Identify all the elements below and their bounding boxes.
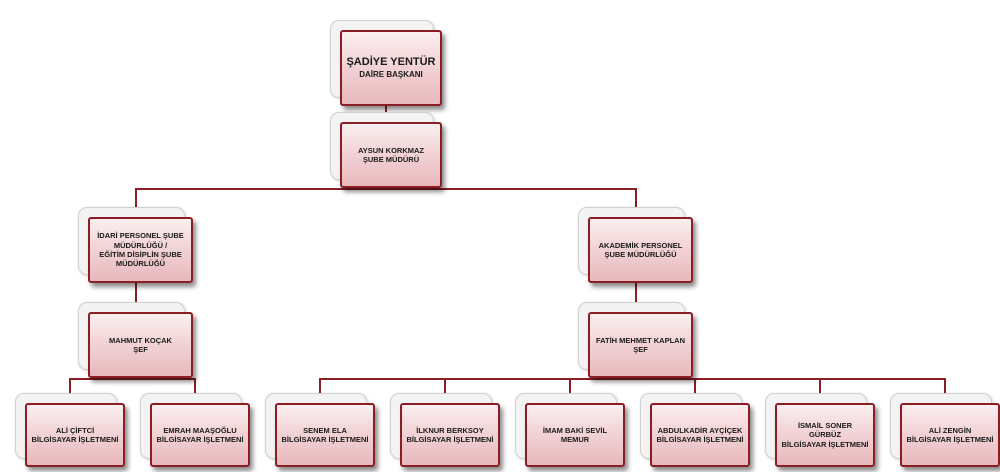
node-title: BİLGİSAYAR İŞLETMENİ: [781, 439, 869, 449]
connector-line: [69, 378, 194, 380]
node-name: İMAM BAKİ SEVİL: [542, 425, 608, 435]
node-name: ALİ ÇİFTCİ: [55, 425, 95, 435]
node-name: ALİ ZENGİN: [928, 425, 972, 435]
node-name: SENEM ELA: [303, 425, 347, 435]
node-title: BİLGİSAYAR İŞLETMENİ: [906, 435, 994, 444]
connector-line: [134, 188, 137, 217]
node-title: MEMUR: [560, 435, 590, 444]
node-box: İDARİ PERSONEL ŞUBE MÜDÜRLÜĞÜ /EĞİTİM Dİ…: [88, 217, 193, 283]
node-name: EMRAH MAAŞOĞLU: [163, 425, 237, 435]
node-name: ABDULKADİR AYÇİÇEK: [657, 425, 743, 435]
node-title: ŞUBE MÜDÜRLÜĞÜ: [604, 250, 677, 259]
connector-line: [569, 378, 571, 403]
connector-line: [385, 96, 387, 122]
connector-line: [194, 378, 196, 403]
connector-line: [634, 283, 637, 312]
connector-line: [319, 378, 944, 380]
node-title: BİLGİSAYAR İŞLETMENİ: [406, 435, 494, 444]
org-node: İDARİ PERSONEL ŞUBE MÜDÜRLÜĞÜ /EĞİTİM Dİ…: [78, 207, 193, 283]
connector-line: [819, 378, 821, 403]
node-name: AKADEMİK PERSONEL: [598, 240, 683, 250]
node-name: İLKNUR BERKSOY: [416, 425, 484, 435]
connector-line: [444, 378, 446, 403]
node-name: ŞADİYE YENTÜR: [346, 56, 436, 69]
node-title: ŞEF: [633, 345, 648, 354]
node-title: ŞEF: [133, 345, 148, 354]
node-name: MAHMUT KOÇAK: [109, 335, 172, 345]
connector-line: [694, 378, 696, 403]
node-name: İDARİ PERSONEL ŞUBE MÜDÜRLÜĞÜ /: [97, 231, 184, 250]
node-title: EĞİTİM DİSİPLİN ŞUBE MÜDÜRLÜĞÜ: [99, 250, 182, 269]
node-title: ŞUBE MÜDÜRÜ: [362, 155, 420, 164]
node-title: BİLGİSAYAR İŞLETMENİ: [281, 435, 369, 444]
connector-line: [634, 188, 637, 217]
node-name: FATİH MEHMET KAPLAN: [595, 335, 686, 345]
node-name: AYSUN KORKMAZ: [358, 145, 424, 155]
node-title: BİLGİSAYAR İŞLETMENİ: [656, 435, 744, 444]
connector-line: [69, 378, 71, 403]
node-title: BİLGİSAYAR İŞLETMENİ: [31, 435, 119, 444]
connector-line: [134, 188, 635, 190]
node-title: BİLGİSAYAR İŞLETMENİ: [156, 435, 244, 444]
connector-line: [134, 283, 137, 312]
node-title: DAİRE BAŞKANI: [359, 69, 423, 79]
node-name: İSMAİL SONER GÜRBÜZ: [797, 420, 853, 440]
connector-line: [944, 378, 946, 403]
connector-line: [319, 378, 321, 403]
